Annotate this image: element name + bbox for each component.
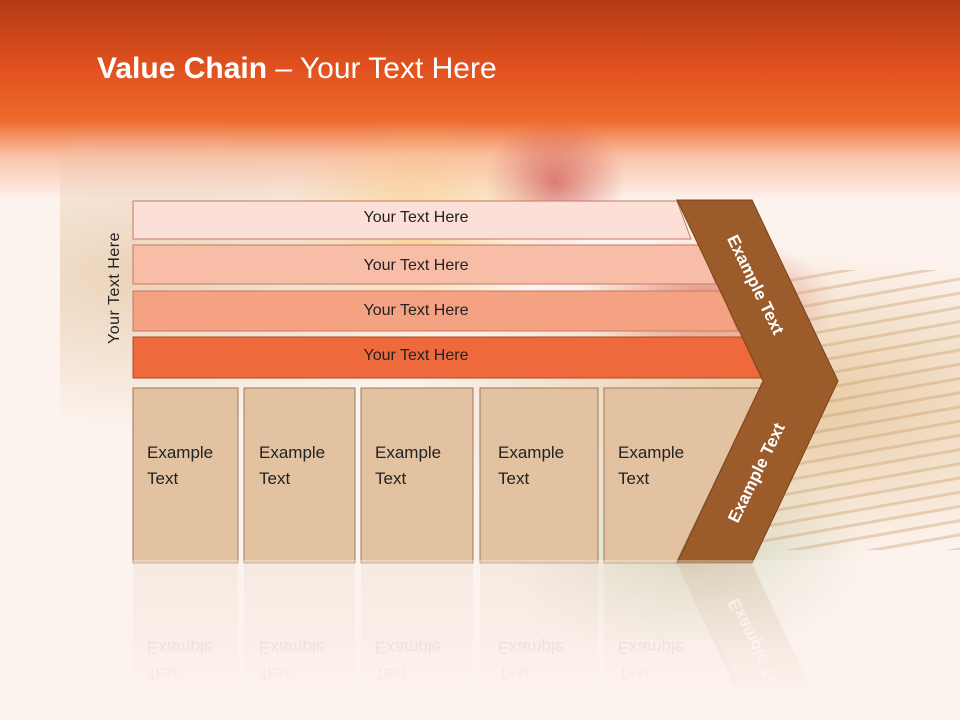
bar-1[interactable]	[132, 200, 692, 240]
box-3[interactable]	[360, 387, 474, 564]
bar-2-label: Your Text Here	[363, 257, 469, 274]
bar-4-label: Your Text Here	[363, 347, 469, 364]
bar-3[interactable]	[132, 290, 739, 332]
bar-2[interactable]	[132, 244, 717, 285]
bar-1-label: Your Text Here	[363, 209, 469, 226]
bar-3-label: Your Text Here	[363, 302, 469, 319]
box-4[interactable]	[479, 387, 599, 564]
reflection-fade	[0, 560, 960, 720]
slide-title[interactable]: Value Chain – Your Text Here	[97, 52, 497, 86]
title-rest: – Your Text Here	[267, 52, 497, 85]
box-1[interactable]	[132, 387, 239, 564]
box-2[interactable]	[243, 387, 356, 564]
title-bold: Value Chain	[97, 52, 268, 85]
